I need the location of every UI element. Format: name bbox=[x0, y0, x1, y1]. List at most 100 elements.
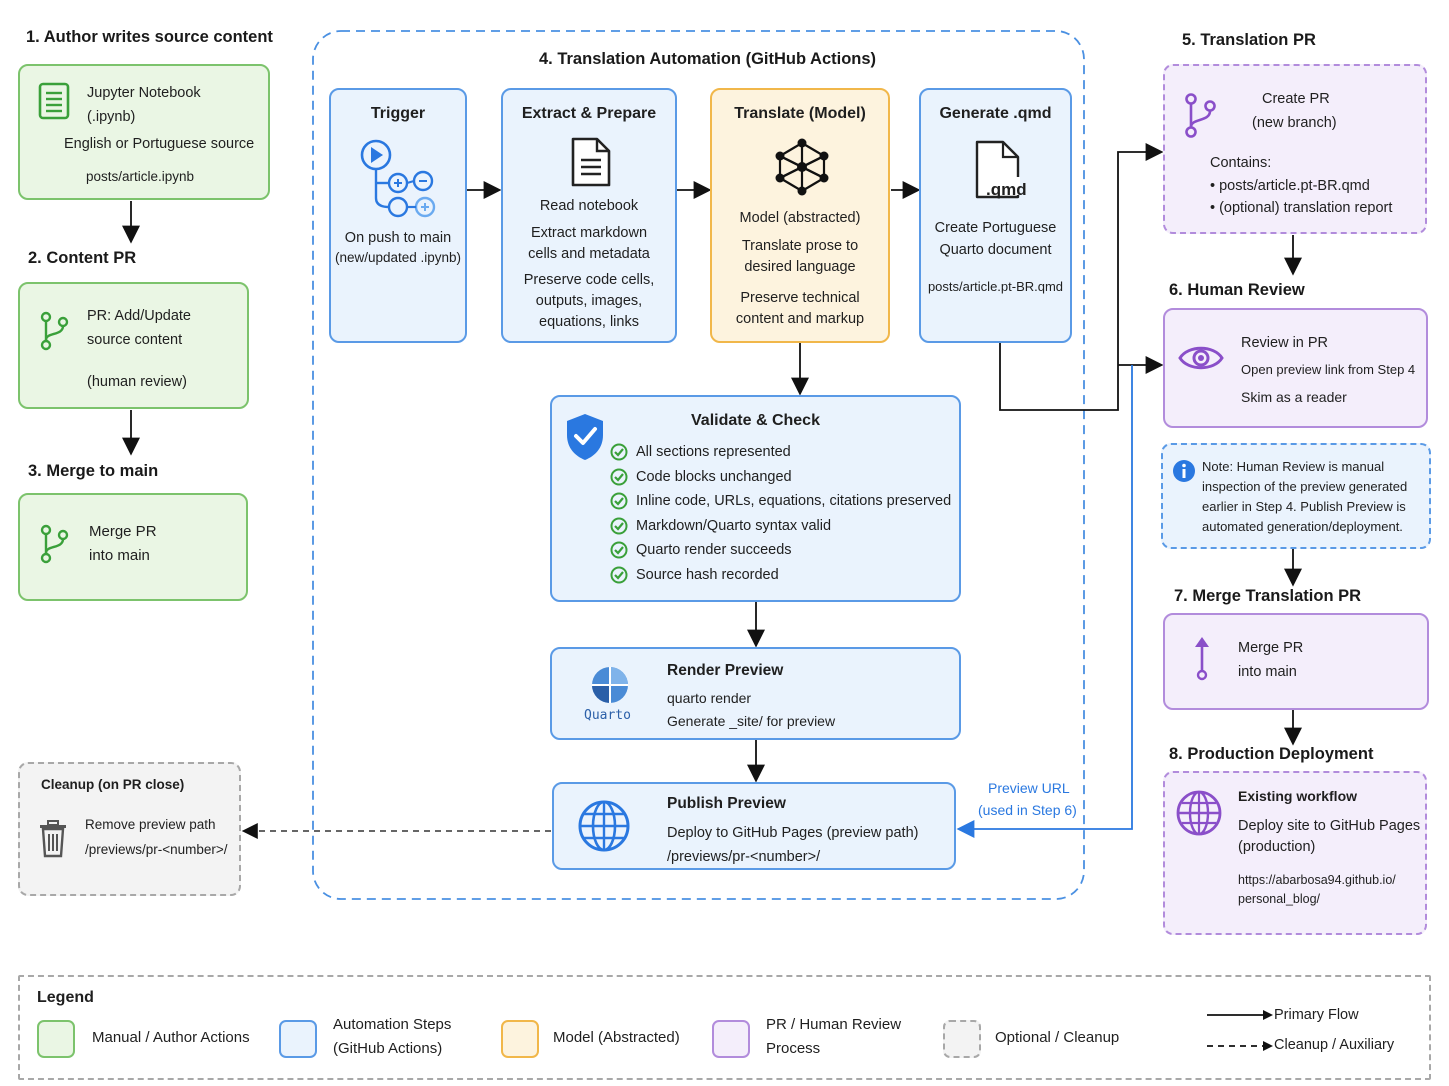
notebook-icon bbox=[38, 82, 70, 120]
cleanup-title: Cleanup (on PR close) bbox=[41, 777, 185, 792]
content-pr-line1: PR: Add/Update bbox=[87, 308, 191, 324]
eye-icon bbox=[1178, 346, 1224, 370]
merge-main-box: Merge PR into main bbox=[18, 493, 248, 601]
preview-url-label: Preview URL bbox=[988, 780, 1070, 796]
check-item: Markdown/Quarto syntax valid bbox=[610, 514, 951, 539]
merge-translation-line2: into main bbox=[1238, 664, 1297, 680]
validate-box: Validate & Check All sections represente… bbox=[550, 395, 961, 602]
production-url-line2: personal_blog/ bbox=[1238, 892, 1321, 906]
human-review-box: Review in PR Open preview link from Step… bbox=[1163, 308, 1428, 428]
trash-icon bbox=[40, 820, 66, 858]
extract-title: Extract & Prepare bbox=[521, 105, 657, 122]
render-title: Render Preview bbox=[667, 662, 784, 679]
check-item: Inline code, URLs, equations, citations … bbox=[610, 489, 951, 514]
git-branch-purple-icon bbox=[1185, 93, 1216, 138]
translate-line3: desired language bbox=[744, 259, 856, 275]
author-line3: English or Portuguese source bbox=[64, 136, 255, 152]
shield-check-icon bbox=[567, 414, 603, 460]
merge-main-line2: into main bbox=[89, 547, 150, 564]
translation-pr-contains: Contains: bbox=[1210, 155, 1272, 171]
check-circle-icon bbox=[610, 468, 628, 486]
generate-title: Generate .qmd bbox=[939, 105, 1052, 122]
neural-network-icon bbox=[775, 138, 829, 196]
generate-path: posts/article.pt-BR.qmd bbox=[927, 279, 1064, 294]
git-merge-icon bbox=[40, 524, 69, 564]
note-line1: Note: Human Review is manual bbox=[1202, 459, 1385, 474]
generate-line2: Quarto document bbox=[939, 242, 1052, 258]
legend-pr-line2: Process bbox=[766, 1040, 821, 1057]
step6-title: 6. Human Review bbox=[1169, 281, 1305, 299]
check-label: Quarto render succeeds bbox=[636, 542, 792, 559]
workflow-icon bbox=[360, 139, 436, 218]
quarto-logo-icon bbox=[592, 667, 628, 703]
step8-title: 8. Production Deployment bbox=[1169, 745, 1374, 763]
translate-line4: Preserve technical bbox=[740, 290, 860, 306]
step3-title: 3. Merge to main bbox=[28, 462, 159, 480]
legend-box: Legend Manual / Author Actions Automatio… bbox=[18, 975, 1431, 1080]
legend-automation-line1: Automation Steps bbox=[333, 1016, 452, 1033]
legend-swatch-optional bbox=[943, 1020, 981, 1058]
legend-automation-line2: (GitHub Actions) bbox=[333, 1040, 443, 1057]
check-label: Markdown/Quarto syntax valid bbox=[636, 517, 832, 534]
legend-swatch-model bbox=[501, 1020, 539, 1058]
author-path: posts/article.ipynb bbox=[86, 169, 195, 184]
cleanup-path: /previews/pr-<number>/ bbox=[85, 842, 228, 857]
check-label: Code blocks unchanged bbox=[636, 468, 792, 485]
step5-title: 5. Translation PR bbox=[1182, 31, 1316, 49]
step1-title: 1. Author writes source content bbox=[26, 28, 273, 46]
render-line2: Generate _site/ for preview bbox=[667, 713, 836, 729]
note-line4: automated generation/deployment. bbox=[1202, 519, 1403, 534]
validate-title: Validate & Check bbox=[691, 412, 820, 429]
legend-primary: Primary Flow bbox=[1274, 1007, 1359, 1023]
translate-title: Translate (Model) bbox=[734, 105, 866, 122]
translation-pr-line1: Create PR bbox=[1262, 91, 1330, 107]
legend-manual: Manual / Author Actions bbox=[92, 1029, 250, 1046]
preview-url-note: (used in Step 6) bbox=[978, 802, 1077, 818]
extract-box: Extract & Prepare Read notebook Extract … bbox=[501, 88, 677, 343]
merge-up-arrow-icon bbox=[1195, 637, 1209, 681]
globe-purple-icon bbox=[1176, 790, 1222, 836]
trigger-title: Trigger bbox=[370, 105, 426, 122]
translate-box: Translate (Model) Model (abstracted) Tra… bbox=[710, 88, 890, 343]
check-circle-icon bbox=[610, 541, 628, 559]
cleanup-box: Cleanup (on PR close) Remove preview pat… bbox=[18, 762, 241, 896]
legend-model: Model (Abstracted) bbox=[553, 1029, 680, 1046]
git-branch-icon bbox=[40, 311, 69, 351]
extract-line4: Preserve code cells, bbox=[523, 272, 655, 288]
check-item: All sections represented bbox=[610, 440, 951, 465]
trigger-line2: (new/updated .ipynb) bbox=[334, 250, 462, 265]
translation-pr-line2: (new branch) bbox=[1252, 115, 1337, 131]
author-line1: Jupyter Notebook bbox=[87, 85, 201, 101]
human-review-line2: Open preview link from Step 4 bbox=[1241, 362, 1416, 377]
translate-line2: Translate prose to bbox=[741, 238, 859, 254]
translation-pr-box: Create PR (new branch) Contains: • posts… bbox=[1163, 64, 1427, 234]
extract-line3: cells and metadata bbox=[528, 246, 650, 262]
legend-optional: Optional / Cleanup bbox=[995, 1029, 1120, 1046]
check-item: Source hash recorded bbox=[610, 563, 951, 588]
content-pr-line3: (human review) bbox=[87, 374, 187, 390]
publish-title: Publish Preview bbox=[667, 795, 786, 812]
validate-checklist: All sections represented Code blocks unc… bbox=[610, 440, 951, 587]
globe-icon bbox=[578, 800, 630, 852]
content-pr-box: PR: Add/Update source content (human rev… bbox=[18, 282, 249, 409]
extract-line6: equations, links bbox=[539, 314, 639, 330]
quarto-logo-text: Quarto bbox=[584, 708, 631, 723]
check-label: All sections represented bbox=[636, 444, 791, 461]
production-line1: Deploy site to GitHub Pages bbox=[1238, 818, 1421, 834]
check-item: Quarto render succeeds bbox=[610, 538, 951, 563]
info-icon bbox=[1173, 460, 1195, 482]
check-circle-icon bbox=[610, 566, 628, 584]
production-title: Existing workflow bbox=[1238, 788, 1358, 804]
note-line2: inspection of the preview generated bbox=[1202, 479, 1408, 494]
merge-translation-line1: Merge PR bbox=[1238, 640, 1304, 656]
publish-box: Publish Preview Deploy to GitHub Pages (… bbox=[552, 782, 956, 870]
translation-pr-bullet1: • posts/article.pt-BR.qmd bbox=[1210, 178, 1370, 194]
step7-title: 7. Merge Translation PR bbox=[1174, 587, 1362, 605]
cleanup-line1: Remove preview path bbox=[85, 817, 216, 832]
production-line2: (production) bbox=[1238, 839, 1316, 855]
extract-line1: Read notebook bbox=[539, 198, 639, 214]
author-line2: (.ipynb) bbox=[87, 109, 136, 125]
note-line3: earlier in Step 4. Publish Preview is bbox=[1202, 499, 1406, 514]
translate-line5: content and markup bbox=[735, 311, 865, 327]
